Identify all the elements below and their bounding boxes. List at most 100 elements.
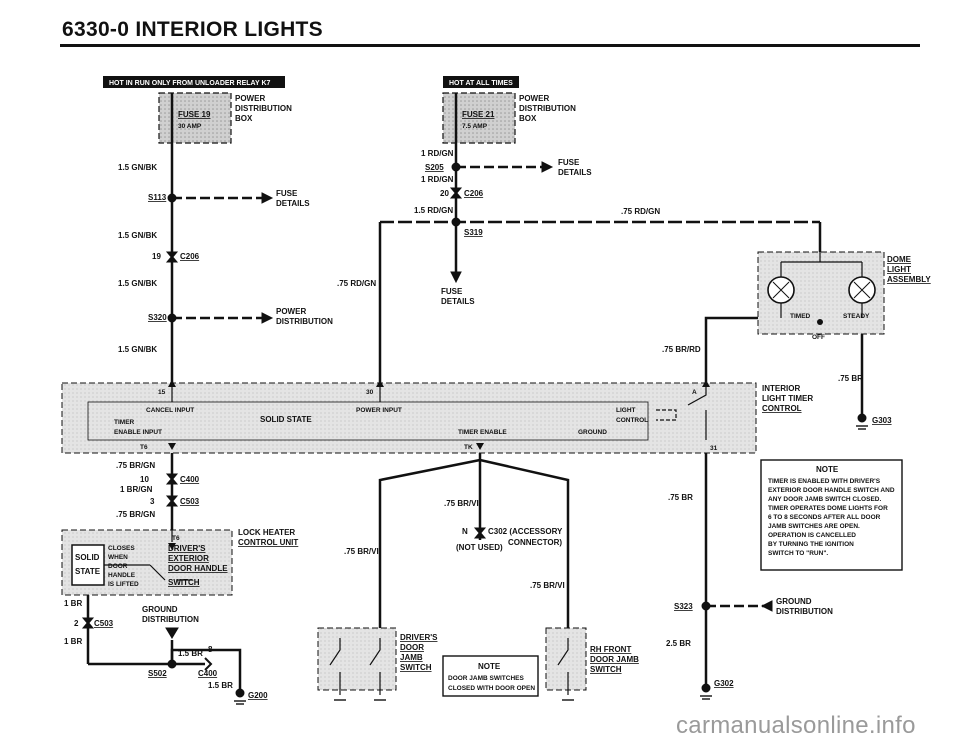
svg-text:7.5 AMP: 7.5 AMP: [462, 123, 488, 130]
c400-pin-10: 10: [140, 475, 149, 484]
lower-mid-wire-2: .75 BR/VI: [344, 547, 379, 556]
switch-label-2: EXTERIOR: [168, 554, 209, 563]
svg-text:JAMB SWITCHES ARE OPEN.: JAMB SWITCHES ARE OPEN.: [768, 523, 860, 530]
timer-label-3: CONTROL: [762, 404, 802, 413]
svg-text:POWER: POWER: [519, 94, 549, 103]
dome-timed: TIMED: [790, 313, 811, 320]
c206-pin-19: 19: [152, 252, 161, 261]
splice-s502: S502: [148, 669, 167, 678]
svg-text:ANY DOOR JAMB SWITCH CLOSED.: ANY DOOR JAMB SWITCH CLOSED.: [768, 496, 881, 503]
c302-label: C302 (ACCESSORY: [488, 527, 563, 536]
heater-label-2: CONTROL UNIT: [238, 538, 298, 547]
svg-text:DOOR JAMB SWITCHES: DOOR JAMB SWITCHES: [448, 675, 525, 682]
power-input: POWER INPUT: [356, 407, 402, 414]
svg-text:30 AMP: 30 AMP: [178, 123, 202, 130]
left-fuse-details-1: FUSE: [276, 189, 298, 198]
svg-text:NOTE: NOTE: [478, 662, 501, 671]
svg-text:OPERATION IS CANCELLED: OPERATION IS CANCELLED: [768, 532, 856, 539]
lower-mid-wire-1: .75 BR/VI: [444, 499, 479, 508]
lock-heater-control-unit: [61, 529, 233, 596]
watermark: carmanualsonline.info: [676, 712, 916, 739]
pin-30: 30: [366, 389, 374, 396]
lower-left-wire-7: 1.5 BR: [208, 681, 233, 690]
svg-text:HOT AT ALL TIMES: HOT AT ALL TIMES: [449, 80, 513, 87]
ground-g302: G302: [714, 679, 734, 688]
svg-text:6 TO 8 SECONDS AFTER ALL DOOR: 6 TO 8 SECONDS AFTER ALL DOOR: [768, 514, 881, 521]
dome-label-2: LIGHT: [887, 265, 911, 274]
right-wire-2: .75 BR: [838, 374, 863, 383]
svg-text:DISTRIBUTION: DISTRIBUTION: [235, 104, 292, 113]
gnd-dist-1: GROUND: [142, 605, 178, 614]
timer-enable-input-1: TIMER: [114, 419, 135, 426]
c400-top: C400: [180, 475, 200, 484]
mid-fuse-details2-1: FUSE: [441, 287, 463, 296]
svg-text:CLOSED WITH DOOR OPEN: CLOSED WITH DOOR OPEN: [448, 685, 535, 692]
left-wire-1: 1.5 GN/BK: [118, 163, 157, 172]
svg-text:FUSE 21: FUSE 21: [462, 110, 495, 119]
mid-fuse-details-1: FUSE: [558, 158, 580, 167]
solid-state-label: SOLID STATE: [260, 415, 312, 424]
fuse-19: FUSE 19 30 AMP POWER DISTRIBUTION BOX: [158, 92, 292, 144]
mid-fuse-details2-2: DETAILS: [441, 297, 475, 306]
ground-wire-right: [700, 453, 773, 700]
svg-text:DISTRIBUTION: DISTRIBUTION: [519, 104, 576, 113]
switch-label-4: SWITCH: [168, 578, 200, 587]
svg-text:POWER: POWER: [235, 94, 265, 103]
closes-1: CLOSES: [108, 545, 135, 552]
lower-mid-wires: [378, 453, 570, 628]
title-rule: [60, 44, 920, 47]
right-wire-1: .75 BR/RD: [662, 345, 701, 354]
c302-pin: N: [462, 527, 468, 536]
rh-jamb-3: SWITCH: [590, 665, 622, 674]
timer-label-1: INTERIOR: [762, 384, 800, 393]
lower-left-wires: [81, 453, 246, 705]
driver-jamb-3: JAMB: [400, 653, 423, 662]
timer-note-box: NOTE TIMER IS ENABLED WITH DRIVER'S EXTE…: [760, 459, 903, 571]
splice-s319: S319: [464, 228, 483, 237]
mid-wire-2: 1 RD/GN: [421, 175, 454, 184]
c206-mid: C206: [464, 189, 484, 198]
splice-s320: S320: [148, 313, 167, 322]
fuse-21: FUSE 21 7.5 AMP POWER DISTRIBUTION BOX: [442, 92, 576, 144]
right-wire-4: 2.5 BR: [666, 639, 691, 648]
svg-text:BOX: BOX: [235, 114, 253, 123]
solid-label: SOLID: [75, 553, 100, 562]
lower-left-wire-1: .75 BR/GN: [116, 461, 155, 470]
pin-t6: T6: [140, 444, 148, 451]
splice-s113: S113: [148, 193, 167, 202]
power-dist-1: POWER: [276, 307, 306, 316]
pin-a: A: [692, 389, 697, 396]
closes-3: DOOR: [108, 563, 128, 570]
mid-wire-1: 1 RD/GN: [421, 149, 454, 158]
mid-wire-5: .75 RD/GN: [621, 207, 660, 216]
pin-15: 15: [158, 389, 166, 396]
ground-g303: G303: [872, 416, 892, 425]
svg-text:EXTERIOR DOOR HANDLE SWITCH AN: EXTERIOR DOOR HANDLE SWITCH AND: [768, 487, 895, 494]
svg-text:HOT IN RUN ONLY FROM UNLOADER: HOT IN RUN ONLY FROM UNLOADER RELAY K7: [109, 80, 271, 87]
ground-dist-2: DISTRIBUTION: [776, 607, 833, 616]
c503-pin-3: 3: [150, 497, 155, 506]
left-wire-3: 1.5 GN/BK: [118, 279, 157, 288]
ground-dist-1: GROUND: [776, 597, 812, 606]
svg-text:BOX: BOX: [519, 114, 537, 123]
driver-jamb-4: SWITCH: [400, 663, 432, 672]
pin-8: 8: [208, 645, 213, 654]
c206-left: C206: [180, 252, 200, 261]
driver-door-jamb-switch: [317, 627, 397, 701]
c503-top: C503: [180, 497, 200, 506]
mid-fuse-details-2: DETAILS: [558, 168, 592, 177]
interior-light-timer-module: [61, 380, 757, 454]
svg-text:SWITCH TO "RUN".: SWITCH TO "RUN".: [768, 550, 828, 557]
dome-light-assembly: [757, 251, 885, 335]
lower-left-wire-6: 1.5 BR: [178, 649, 203, 658]
pin-t6-lower: T6: [172, 535, 180, 542]
page-title: 6330-0 INTERIOR LIGHTS: [62, 18, 323, 41]
closes-5: IS LIFTED: [108, 581, 139, 588]
pin-31: 31: [710, 445, 718, 452]
rh-jamb-1: RH FRONT: [590, 645, 631, 654]
timer-enable-input-2: ENABLE INPUT: [114, 429, 162, 436]
rh-jamb-2: DOOR JAMB: [590, 655, 639, 664]
c503-lower: C503: [94, 619, 114, 628]
c302-not-used: (NOT USED): [456, 543, 503, 552]
